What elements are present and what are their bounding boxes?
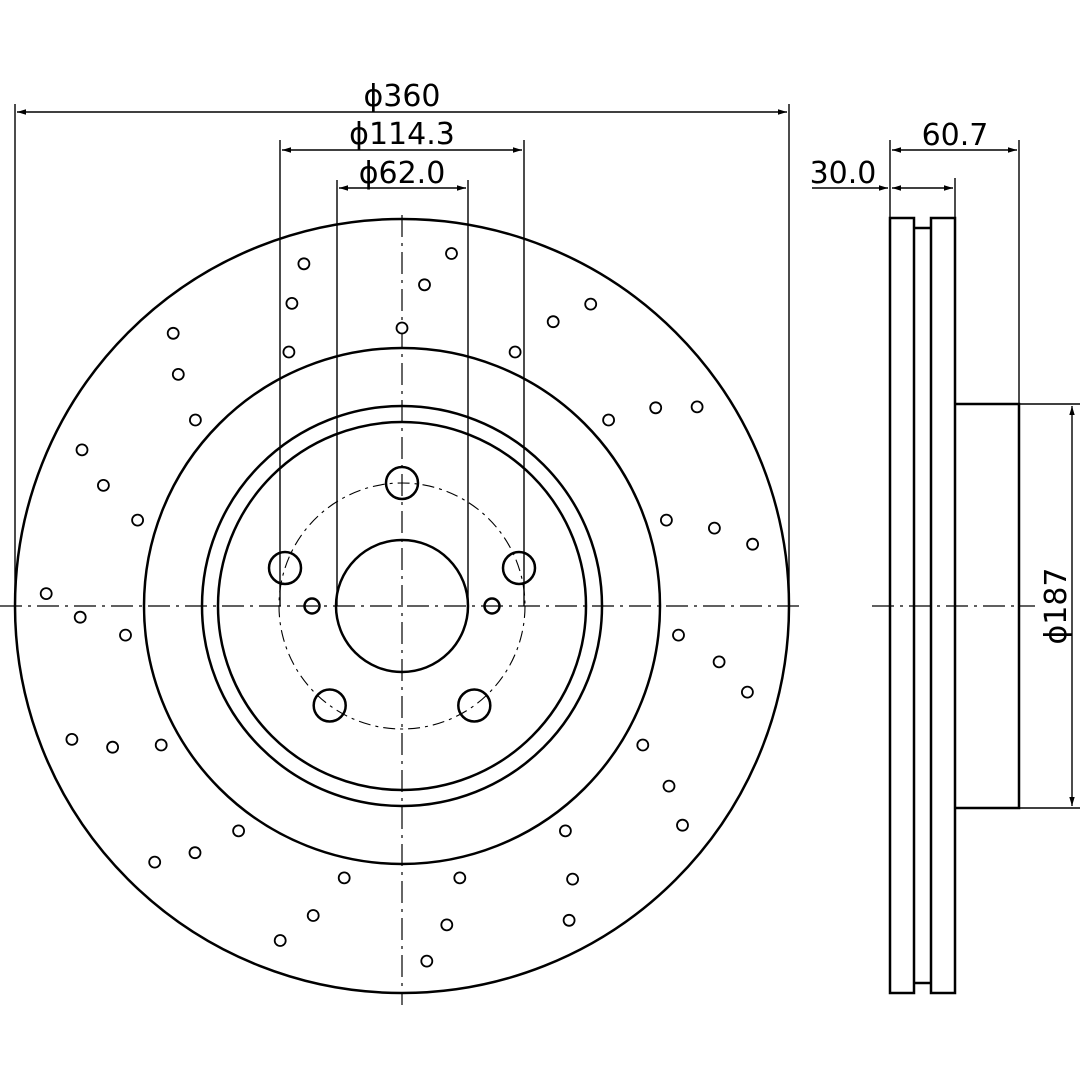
side-view: 60.7 30.0 ϕ187 — [810, 118, 1080, 995]
disc-thickness-label: 30.0 — [810, 156, 877, 191]
drilled-hole-icon — [131, 513, 145, 527]
locator-hole-icon — [303, 597, 321, 615]
drilled-hole-icon — [649, 401, 663, 415]
drilled-hole-icon — [546, 315, 560, 329]
hat-outer-edge — [200, 404, 604, 808]
drilled-hole-icon — [636, 738, 650, 752]
drilled-hole-icon — [119, 628, 132, 642]
drilled-hole-icon — [166, 326, 180, 340]
center-bore-label: ϕ62.0 — [359, 156, 446, 191]
drilled-hole-icon — [285, 296, 299, 310]
friction-ring-inner-edge — [142, 346, 662, 866]
bolt-circle-label: ϕ114.3 — [349, 117, 455, 152]
bolt-hole-icon — [312, 688, 347, 723]
bolt-hole-icon — [501, 550, 537, 586]
drilled-hole-icon — [746, 537, 759, 551]
drilled-hole-icon — [188, 413, 202, 427]
drilled-hole-icon — [273, 934, 287, 947]
drilled-hole-icon — [712, 655, 726, 669]
drilled-hole-icon — [559, 824, 572, 838]
drilled-hole-icon — [741, 685, 754, 699]
drilled-hole-icon — [584, 297, 598, 311]
drilled-hole-icon — [708, 521, 721, 535]
dim-center-bore: ϕ62.0 — [336, 156, 469, 606]
drilled-hole-icon — [171, 367, 185, 381]
drilled-hole-icon — [75, 443, 89, 457]
total-thickness-label: 60.7 — [922, 118, 989, 153]
bolt-circle — [278, 482, 526, 730]
drilled-hole-icon — [154, 738, 168, 752]
hat-section — [955, 402, 1021, 810]
bolt-holes — [267, 465, 537, 723]
hat-diameter-label: ϕ187 — [1039, 567, 1074, 644]
outer-friction-plate — [929, 216, 957, 995]
drilled-hole-icon — [188, 846, 202, 860]
bolt-hole-icon — [384, 465, 420, 501]
drilled-hole-icon — [562, 913, 576, 927]
drilled-hole-icon — [445, 247, 458, 260]
dim-bolt-circle: ϕ114.3 — [279, 117, 525, 606]
drilled-hole-icon — [39, 587, 53, 600]
drilled-hole-icon — [602, 413, 615, 427]
drilled-hole-icon — [453, 871, 467, 885]
drilled-hole-icon — [73, 610, 87, 624]
locator-hole-icon — [483, 597, 501, 615]
drilled-hole-icon — [337, 871, 351, 885]
drilled-hole-icon — [282, 345, 296, 359]
drilled-hole-icon — [97, 478, 110, 492]
drilled-hole-icon — [440, 918, 454, 932]
drilled-hole-icon — [418, 278, 431, 292]
drilled-hole-icon — [297, 257, 311, 271]
drilled-hole-icon — [148, 855, 162, 869]
front-view — [0, 215, 805, 1005]
drilled-holes — [39, 247, 759, 968]
drilled-hole-icon — [508, 345, 522, 359]
drilled-hole-icon — [690, 400, 704, 414]
hat-inner-edge — [216, 420, 588, 792]
drilled-hole-icon — [106, 740, 119, 754]
inner-friction-plate — [888, 216, 916, 995]
drilled-hole-icon — [232, 824, 246, 838]
drilled-hole-icon — [420, 954, 434, 968]
drilled-hole-icon — [395, 321, 409, 335]
outer-diameter-label: ϕ360 — [363, 79, 440, 114]
drilled-hole-icon — [676, 818, 689, 832]
drilled-hole-icon — [672, 628, 685, 642]
drilled-hole-icon — [306, 909, 320, 922]
dim-outer-diameter: ϕ360 — [14, 79, 790, 606]
bolt-hole-icon — [267, 550, 303, 586]
bolt-hole-icon — [457, 688, 492, 723]
drilled-hole-icon — [65, 733, 79, 746]
drilled-hole-icon — [566, 872, 579, 886]
drilled-hole-icon — [662, 779, 676, 793]
drilled-hole-icon — [660, 513, 673, 527]
